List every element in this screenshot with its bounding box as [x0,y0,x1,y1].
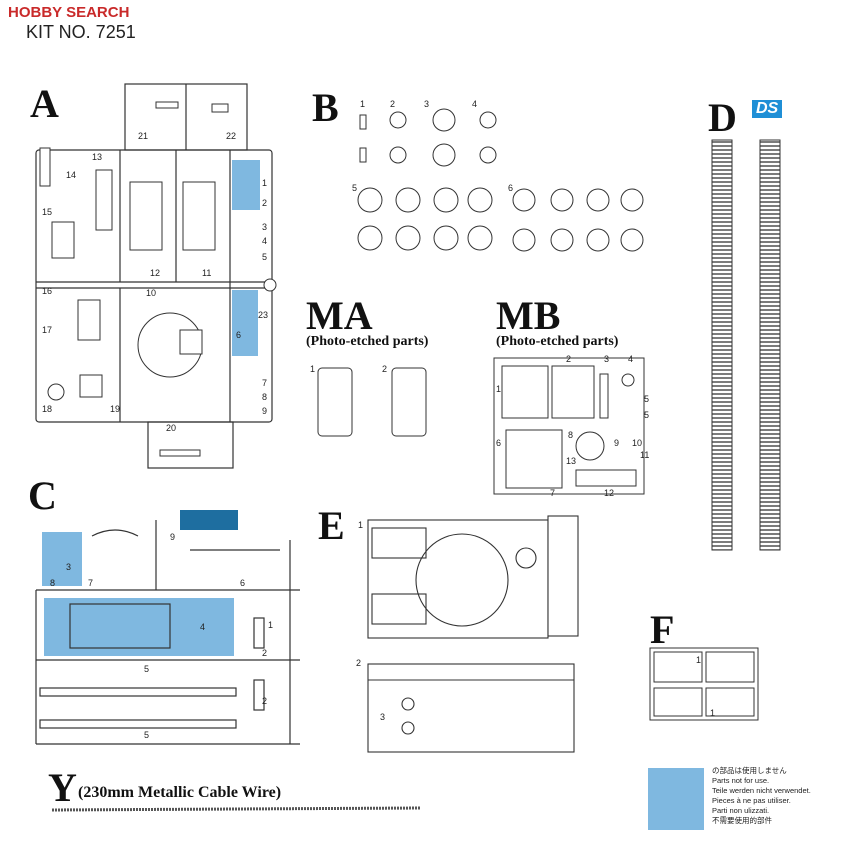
sprue-mb-part-9: 9 [614,438,620,448]
sprue-a-part-4: 4 [262,236,268,246]
sprue-c-part-6: 6 [240,578,246,588]
watermark-logo: HOBBY SEARCH [8,4,129,21]
sprue-a-part-16: 16 [42,286,53,296]
sprue-b-part-6: 6 [508,183,514,193]
legend-line-de: Teile werden nicht verwendet. [712,786,811,795]
sprue-a-part-20: 20 [166,423,177,433]
sprue-b-label: B [312,85,339,130]
sprue-mb-part-13: 13 [566,456,577,466]
sprue-c-part-3: 3 [66,562,72,572]
sprue-ma-subtitle: (Photo-etched parts) [306,334,429,349]
sprue-mb-part-5: 5 [644,394,650,404]
legend-line-ja: の部品は使用しません [712,766,787,775]
sprue-mb-subtitle: (Photo-etched parts) [496,334,619,349]
sprue-c-label: C [28,473,57,518]
sprue-a-part-7: 7 [262,378,268,388]
sprue-mb-part-5b: 5 [644,410,650,420]
sprue-a-part-13: 13 [92,152,103,162]
kit-number: KIT NO. 7251 [26,22,136,42]
sprue-a-part-12: 12 [150,268,161,278]
y-label: Y [48,765,77,810]
sprue-a-part-22: 22 [226,131,237,141]
sprue-mb-part-11: 11 [640,450,650,460]
ds-logo: DS [752,100,783,118]
sprue-f-part-1b: 1 [710,708,716,718]
legend-line-it: Parti non ulizzati. [712,806,770,815]
sprue-mb-part-8: 8 [568,430,574,440]
sprue-e-part-3: 3 [380,712,386,722]
sprue-a-part-19: 19 [110,404,121,414]
sprue-b-part-4: 4 [472,99,478,109]
sprue-mb-part-12: 12 [604,488,615,498]
legend-line-en: Parts not for use. [712,776,770,785]
legend-text: の部品は使用しません Parts not for use. Teile werd… [712,766,811,826]
legend-swatch [648,768,704,830]
sprue-b-part-1: 1 [360,99,366,109]
watermark-text: HOBBY SEARCH [8,4,130,21]
sprue-c-part-5: 5 [144,664,150,674]
sprue-a-part-23: 23 [258,310,269,320]
sprue-a-part-1: 1 [262,178,268,188]
sprue-mb-part-1: 1 [496,384,502,394]
sprue-a-part-11: 11 [202,268,212,278]
sprue-d-label: D [708,95,737,140]
sprue-c-part-2b: 2 [262,696,268,706]
sprue-mb-part-3: 3 [604,354,610,364]
sprue-ma-part-2: 2 [382,364,388,374]
sprue-a-part-3: 3 [262,222,268,232]
sprue-f-part-1: 1 [696,655,702,665]
sprue-ma-label: MA [306,293,373,338]
sprue-b-part-2: 2 [390,99,396,109]
sprue-a-part-17: 17 [42,325,53,335]
sprue-c-part-7: 7 [88,578,94,588]
sprue-c-part-5b: 5 [144,730,150,740]
sprue-a-part-9: 9 [262,406,268,416]
sprue-a-part-15: 15 [42,207,53,217]
sprue-a-part-2: 2 [262,198,268,208]
legend-line-zh: 不需要使用的部件 [712,816,772,825]
sprue-mb-part-7: 7 [550,488,556,498]
sprue-e-part-1: 1 [358,520,364,530]
sprue-ma-part-1: 1 [310,364,316,374]
sprue-c-part-4: 4 [200,622,206,632]
sprue-mb-part-4: 4 [628,354,634,364]
sprue-c-part-2: 2 [262,648,268,658]
sprue-f-label: F [650,607,675,652]
sprue-c-part-9: 9 [170,532,176,542]
sprue-a-part-10: 10 [146,288,157,298]
sprue-c-part-8: 8 [50,578,56,588]
sprue-b-part-3: 3 [424,99,430,109]
sprue-a-part-5: 5 [262,252,268,262]
sprue-a-label: A [30,81,59,126]
legend-line-fr: Pieces à ne pas utiliser. [712,796,791,805]
sprue-mb-part-6: 6 [496,438,502,448]
sprue-a-part-8: 8 [262,392,268,402]
sprue-a-part-6: 6 [236,330,242,340]
sprue-mb-label: MB [496,293,561,338]
sprue-b-part-5: 5 [352,183,358,193]
sprue-mb-part-10: 10 [632,438,643,448]
sprue-a-part-21: 21 [138,131,149,141]
y-subtitle: (230mm Metallic Cable Wire) [78,784,282,801]
sprue-a-part-18: 18 [42,404,53,414]
sprue-e-label: E [318,503,345,548]
sprue-mb-part-2: 2 [566,354,572,364]
sprue-c-part-1: 1 [268,620,274,630]
sprue-e-part-2: 2 [356,658,362,668]
sprue-a-part-14: 14 [66,170,77,180]
